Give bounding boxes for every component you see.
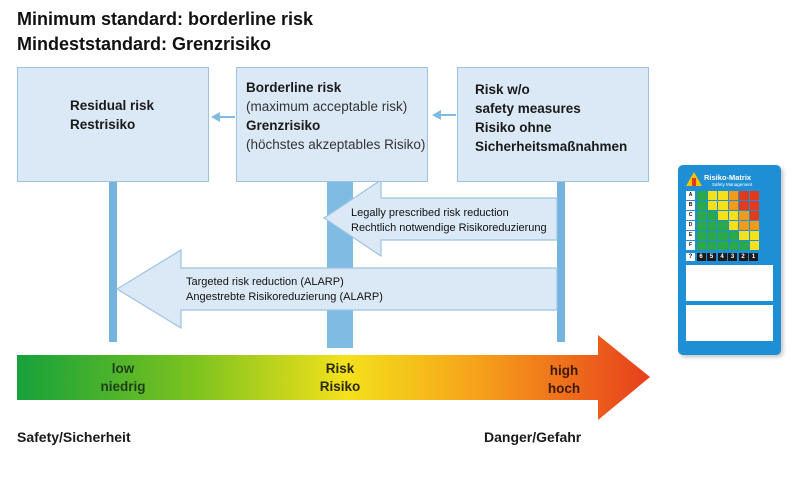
- matrix-cell: [739, 191, 749, 200]
- matrix-column-number: 1: [749, 253, 758, 261]
- card-subtitle: Safety Management: [712, 182, 753, 187]
- matrix-cell: [718, 191, 728, 200]
- matrix-cell: [739, 241, 749, 250]
- matrix-cell: [718, 221, 728, 230]
- residual-risk-line: [109, 182, 117, 342]
- targeted-reduction-text: Targeted risk reduction (ALARP) Angestre…: [186, 275, 383, 305]
- legal-reduction-de: Rechtlich notwendige Risikoreduzierung: [351, 222, 547, 234]
- hoechstes-risiko-label: (höchstes akzeptables Risiko): [246, 137, 426, 152]
- matrix-cell: [728, 241, 738, 250]
- grenzrisiko-label: Grenzrisiko: [246, 118, 321, 133]
- risiko-ohne-label: Risiko ohne: [475, 120, 552, 135]
- scale-risk-en: Risk: [325, 361, 355, 376]
- matrix-cell: [739, 231, 749, 240]
- risk-scale-arrow: [17, 335, 650, 420]
- matrix-cell: [749, 211, 759, 220]
- scale-high-de: hoch: [547, 381, 581, 396]
- matrix-cell: [697, 201, 707, 210]
- max-acceptable-risk-label: (maximum acceptable risk): [246, 99, 408, 114]
- matrix-cell: [707, 241, 717, 250]
- matrix-row-label: C: [686, 211, 695, 220]
- matrix-cell: [749, 191, 759, 200]
- matrix-cell: [718, 231, 728, 240]
- scale-low-de: niedrig: [100, 379, 146, 394]
- matrix-cell: [697, 241, 707, 250]
- targeted-reduction-de: Angestrebte Risikoreduzierung (ALARP): [186, 291, 383, 303]
- borderline-risk-line: [327, 162, 353, 348]
- legal-reduction-arrow: [322, 178, 558, 258]
- matrix-column-number: ?: [686, 253, 695, 261]
- scale-high-en: high: [549, 363, 579, 378]
- matrix-cell: [749, 231, 759, 240]
- arrow-borderline-to-residual: [211, 112, 235, 122]
- matrix-cell: [749, 241, 759, 250]
- borderline-risk-label: Borderline risk: [246, 80, 342, 95]
- high-risk-line: [557, 182, 565, 342]
- card-title: Risiko-Matrix: [704, 173, 752, 182]
- matrix-cell: [707, 191, 717, 200]
- matrix-cell: [739, 201, 749, 210]
- matrix-column-number: 6: [696, 253, 706, 261]
- legal-reduction-text: Legally prescribed risk reduction Rechtl…: [351, 206, 547, 236]
- matrix-row-label: D: [686, 221, 695, 230]
- scale-low-en: low: [111, 361, 135, 376]
- matrix-cell: [718, 201, 728, 210]
- matrix-cell: [728, 191, 738, 200]
- legal-reduction-en: Legally prescribed risk reduction: [351, 207, 509, 219]
- risk-wo-label: Risk w/o: [475, 82, 530, 97]
- matrix-cell: [707, 211, 717, 220]
- matrix-cell: [749, 201, 759, 210]
- targeted-reduction-arrow: [115, 248, 558, 330]
- safety-measures-label: safety measures: [475, 101, 581, 116]
- matrix-column-number: 5: [707, 253, 716, 261]
- title-german: Mindeststandard: Grenzrisiko: [17, 34, 272, 54]
- matrix-cell: [697, 211, 707, 220]
- matrix-cell: [728, 211, 738, 220]
- matrix-cell: [728, 221, 738, 230]
- matrix-cell: [718, 211, 728, 220]
- matrix-column-number: 4: [717, 253, 727, 261]
- card-table-1: [686, 265, 773, 301]
- restrisiko-label: Restrisiko: [70, 117, 136, 132]
- matrix-cell: [749, 221, 759, 230]
- matrix-cell: [697, 221, 707, 230]
- safety-label: Safety/Sicherheit: [17, 429, 131, 445]
- scale-risk-label: Risk Risiko: [300, 360, 380, 396]
- scale-high-label: high hoch: [524, 362, 604, 398]
- sicherheitsmassnahmen-label: Sicherheitsmaßnahmen: [475, 139, 628, 154]
- residual-risk-label: Residual risk: [70, 98, 155, 113]
- residual-risk-box: Residual risk Restrisiko: [17, 67, 209, 182]
- matrix-cell: [728, 231, 738, 240]
- arrow-nosafety-to-borderline: [432, 110, 456, 120]
- matrix-row-label: F: [686, 241, 695, 250]
- scale-risk-de: Risiko: [319, 379, 361, 394]
- matrix-column-number: 2: [738, 253, 748, 261]
- card-logo-icon: [686, 172, 702, 186]
- scale-low-label: low niedrig: [83, 360, 163, 396]
- matrix-cell: [707, 231, 717, 240]
- matrix-cell: [718, 241, 728, 250]
- matrix-row-label: E: [686, 231, 695, 240]
- matrix-cell: [739, 221, 749, 230]
- matrix-cell: [739, 211, 749, 220]
- matrix-cell: [728, 201, 738, 210]
- matrix-column-number: 3: [728, 253, 737, 261]
- danger-label: Danger/Gefahr: [484, 429, 582, 445]
- matrix-cell: [707, 201, 717, 210]
- targeted-reduction-en: Targeted risk reduction (ALARP): [186, 276, 344, 288]
- matrix-cell: [697, 191, 707, 200]
- borderline-risk-box: Borderline risk (maximum acceptable risk…: [236, 67, 428, 182]
- card-table-2: [686, 305, 773, 341]
- matrix-cell: [697, 231, 707, 240]
- title-english: Minimum standard: borderline risk: [17, 9, 314, 29]
- matrix-cell: [707, 221, 717, 230]
- matrix-row-label: A: [686, 191, 695, 200]
- risk-without-safety-box: Risk w/o safety measures Risiko ohne Sic…: [457, 67, 649, 182]
- matrix-row-label: B: [686, 201, 695, 210]
